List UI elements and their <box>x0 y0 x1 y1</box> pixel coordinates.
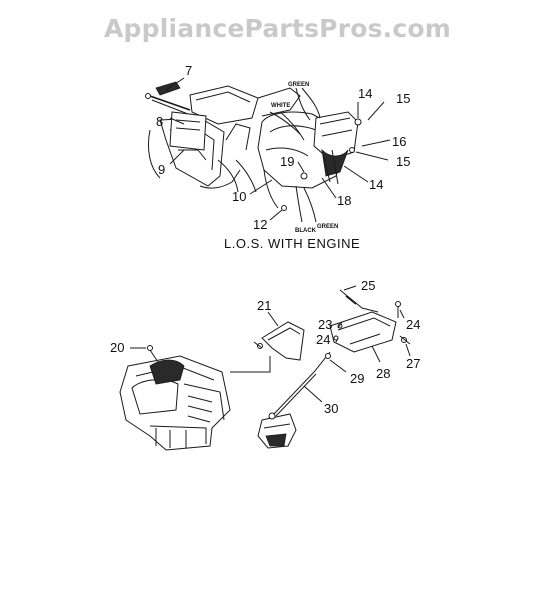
callout-12: 12 <box>253 217 267 232</box>
callout-18: 18 <box>337 193 351 208</box>
wire-label-white: WHITE <box>271 103 290 109</box>
callout-10: 10 <box>232 189 246 204</box>
callout-19: 19 <box>280 154 294 169</box>
callout-15-bottom: 15 <box>396 154 410 169</box>
callout-25: 25 <box>361 278 375 293</box>
callout-29: 29 <box>350 371 364 386</box>
callout-9: 9 <box>158 162 165 177</box>
callout-15-top: 15 <box>396 91 410 106</box>
callout-14-bottom: 14 <box>369 177 383 192</box>
lower-assembly-illustration <box>119 289 411 451</box>
callout-21: 21 <box>257 298 271 313</box>
site-watermark: AppliancePartsPros.com <box>103 14 452 43</box>
callout-14-top: 14 <box>358 86 372 101</box>
wire-label-black: BLACK <box>295 228 317 234</box>
callout-27: 27 <box>406 356 420 371</box>
callout-16: 16 <box>392 134 406 149</box>
callout-23: 23 <box>318 317 332 332</box>
upper-leader-lines <box>165 77 391 221</box>
callout-24-left: 24 <box>316 332 330 347</box>
upper-view-caption: L.O.S. WITH ENGINE <box>224 236 360 251</box>
callout-8: 8 <box>156 114 163 129</box>
callout-28: 28 <box>376 366 390 381</box>
upper-assembly-illustration <box>145 81 362 223</box>
wire-label-green-top: GREEN <box>288 82 309 88</box>
lower-leader-lines <box>130 285 411 403</box>
callout-24-right: 24 <box>406 317 420 332</box>
wire-label-green-bottom: GREEN <box>317 224 338 230</box>
callout-7: 7 <box>185 63 192 78</box>
callout-30: 30 <box>324 401 338 416</box>
callout-20: 20 <box>110 340 124 355</box>
